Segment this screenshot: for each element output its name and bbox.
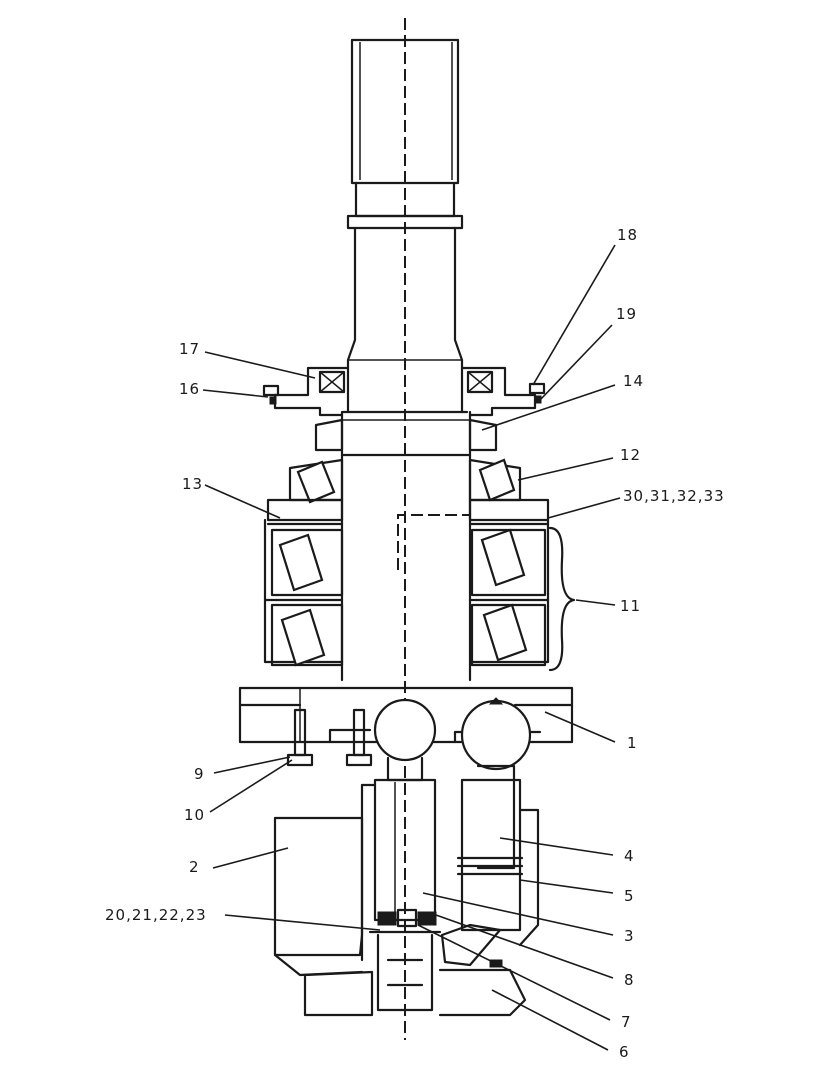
base-housing bbox=[303, 968, 527, 1017]
piston-right bbox=[456, 697, 532, 932]
roller-bearing-12 bbox=[288, 458, 522, 504]
cylinder-barrel bbox=[273, 783, 540, 977]
callout-14: 14 bbox=[623, 372, 644, 390]
callout-18: 18 bbox=[617, 226, 638, 244]
callout-17: 17 bbox=[179, 340, 200, 358]
callout-8: 8 bbox=[624, 971, 635, 989]
callout-10: 10 bbox=[184, 806, 205, 824]
callout-16: 16 bbox=[179, 380, 200, 398]
callout-11: 11 bbox=[620, 597, 641, 615]
callout-2: 2 bbox=[189, 858, 200, 876]
callout-1: 1 bbox=[627, 734, 638, 752]
valve-parts bbox=[368, 908, 503, 1012]
callout-12: 12 bbox=[620, 446, 641, 464]
seal-retainer bbox=[262, 366, 546, 417]
callout-labels: 18 19 17 16 14 12 13 30,31,32,33 11 1 9 … bbox=[105, 226, 725, 1061]
callout-7: 7 bbox=[621, 1013, 632, 1031]
upper-bearing bbox=[314, 418, 498, 452]
callout-4: 4 bbox=[624, 847, 635, 865]
callout-19: 19 bbox=[616, 305, 637, 323]
roller-bearing-11 bbox=[270, 526, 576, 672]
callout-6: 6 bbox=[619, 1043, 630, 1061]
drive-shaft bbox=[340, 38, 472, 682]
callout-3: 3 bbox=[624, 927, 635, 945]
callout-13: 13 bbox=[182, 475, 203, 493]
callout-9: 9 bbox=[194, 765, 205, 783]
leader-lines bbox=[202, 244, 621, 1051]
callout-20-23: 20,21,22,23 bbox=[105, 906, 207, 924]
callout-30-33: 30,31,32,33 bbox=[623, 487, 725, 505]
callout-5: 5 bbox=[624, 887, 635, 905]
